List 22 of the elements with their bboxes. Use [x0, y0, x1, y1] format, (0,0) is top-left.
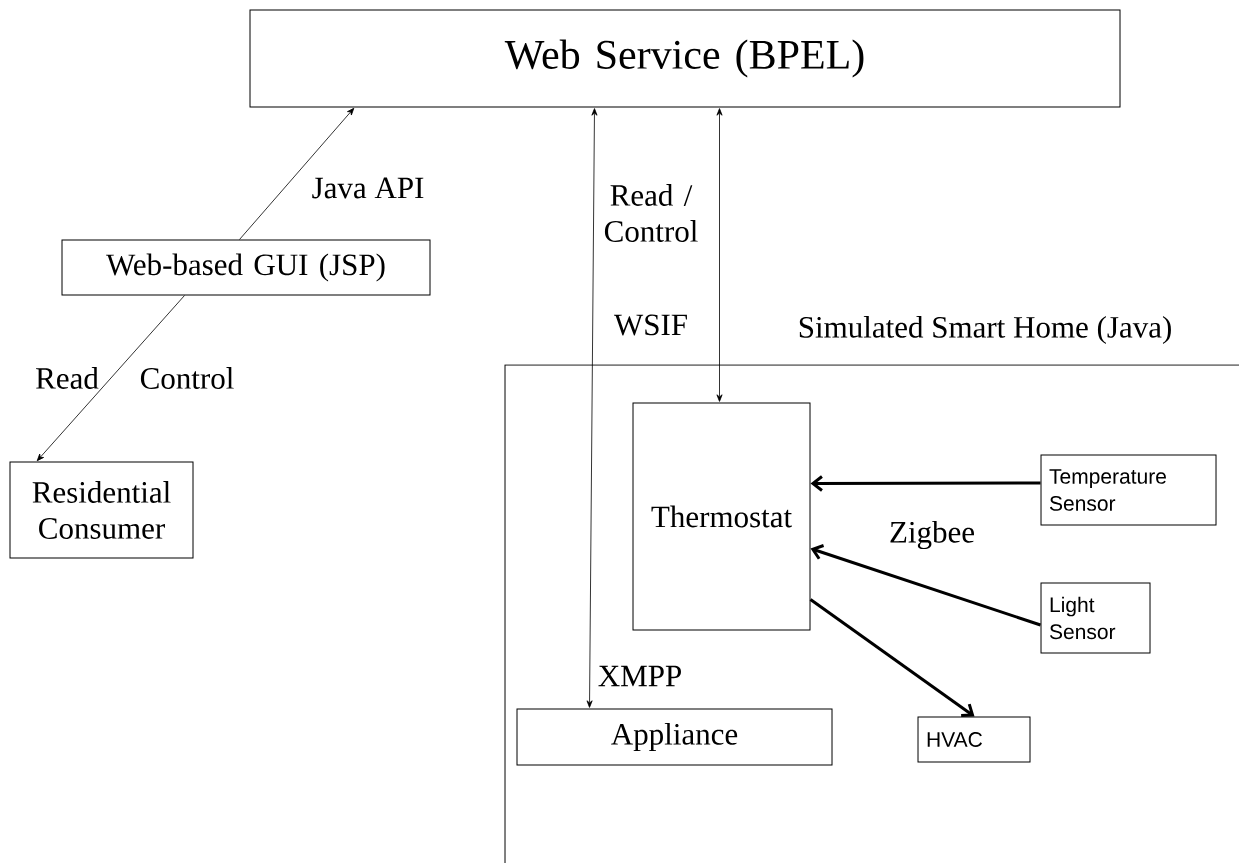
component-box: Appliance: [516, 708, 833, 766]
arrow: [239, 107, 355, 240]
protocol-label: Control: [140, 367, 234, 389]
component-box: Web Service (BPEL): [249, 9, 1121, 108]
component-box: Light Sensor: [1040, 582, 1151, 654]
component-box: Residential Consumer: [9, 461, 194, 559]
edge-label: Java API: [310, 176, 426, 200]
arrow: [586, 108, 598, 708]
component-box: Temperature Sensor: [1040, 454, 1217, 526]
arrow: [36, 295, 185, 462]
protocol-label: WSIF: [614, 314, 687, 336]
arrow: [716, 108, 723, 402]
component-box: Thermostat: [632, 402, 811, 631]
protocol-label: Zigbee: [890, 520, 974, 550]
component-box: Web-based GUI (JSP): [61, 239, 431, 296]
arrow: [810, 544, 1041, 627]
protocol-label: Read / Control: [604, 184, 698, 242]
protocol-label: Read: [36, 367, 99, 389]
arrow: [810, 475, 1041, 492]
component-box: HVAC: [917, 716, 1031, 763]
protocol-label: XMPP: [598, 665, 681, 687]
arrow: [809, 598, 975, 718]
